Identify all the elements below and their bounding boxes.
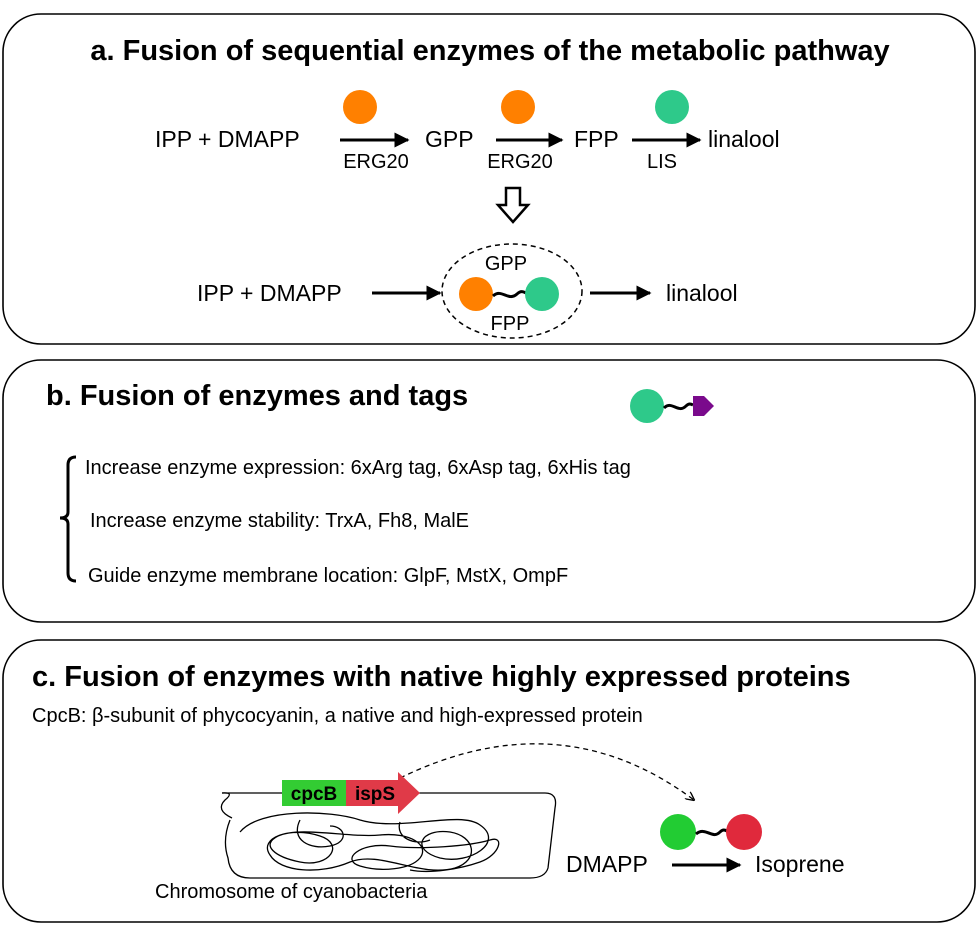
product-linalool: linalool <box>708 126 780 152</box>
panel-c-title: c. Fusion of enzymes with native highly … <box>32 661 851 693</box>
fused-substrate-ipp-dmapp: IPP + DMAPP <box>197 280 342 306</box>
tag-item-expression: Increase enzyme expression: 6xArg tag, 6… <box>85 457 631 479</box>
substrate-ipp-dmapp: IPP + DMAPP <box>155 126 300 152</box>
cpcb-note: CpcB: β-subunit of phycocyanin, a native… <box>32 705 643 727</box>
tag-linker <box>662 402 694 411</box>
hollow-down-arrow-icon <box>495 186 531 224</box>
panel-b: b. Fusion of enzymes and tags Increase e… <box>2 359 976 623</box>
lis-enzyme <box>655 90 689 124</box>
fused-product-linalool: linalool <box>666 280 738 306</box>
isps-gene-label: ispS <box>355 784 395 805</box>
erg20-enzyme-2 <box>501 90 535 124</box>
enzyme-label-erg20-1: ERG20 <box>343 151 409 173</box>
erg20-enzyme-1 <box>343 90 377 124</box>
dashed-fusion-arrow <box>399 743 694 800</box>
product-isoprene: Isoprene <box>755 851 845 877</box>
fusion-linker <box>492 290 527 299</box>
enzyme-label-lis: LIS <box>647 151 677 173</box>
fused-label-fpp: FPP <box>491 313 530 335</box>
chromosome-drawing <box>220 792 557 879</box>
enzyme-label-erg20-2: ERG20 <box>487 151 553 173</box>
cpcb-isps-linker <box>695 828 728 837</box>
intermediate-gpp: GPP <box>425 126 474 152</box>
tag-item-membrane: Guide enzyme membrane location: GlpF, Ms… <box>88 565 568 587</box>
cpcb-gene-label: cpcB <box>291 784 337 805</box>
tag-enzyme <box>630 389 664 423</box>
tag-shape-icon <box>693 396 714 416</box>
panel-a-title: a. Fusion of sequential enzymes of the m… <box>90 35 889 67</box>
intermediate-fpp: FPP <box>574 126 619 152</box>
cpcb-gene-segment <box>282 780 346 806</box>
fused-label-gpp: GPP <box>485 253 527 275</box>
isps-enzyme <box>726 814 762 850</box>
panel-a: a. Fusion of sequential enzymes of the m… <box>2 13 976 345</box>
chromosome-label: Chromosome of cyanobacteria <box>155 881 428 903</box>
tag-item-stability: Increase enzyme stability: TrxA, Fh8, Ma… <box>90 510 469 532</box>
panel-c: c. Fusion of enzymes with native highly … <box>2 639 976 923</box>
panel-b-title: b. Fusion of enzymes and tags <box>46 380 468 412</box>
fused-erg20-enzyme <box>459 277 493 311</box>
isps-gene-segment <box>346 772 420 814</box>
cpcb-enzyme <box>660 814 696 850</box>
substrate-dmapp: DMAPP <box>566 851 648 877</box>
fusion-complex-boundary <box>441 243 583 339</box>
list-bracket <box>59 455 77 583</box>
fused-lis-enzyme <box>525 277 559 311</box>
